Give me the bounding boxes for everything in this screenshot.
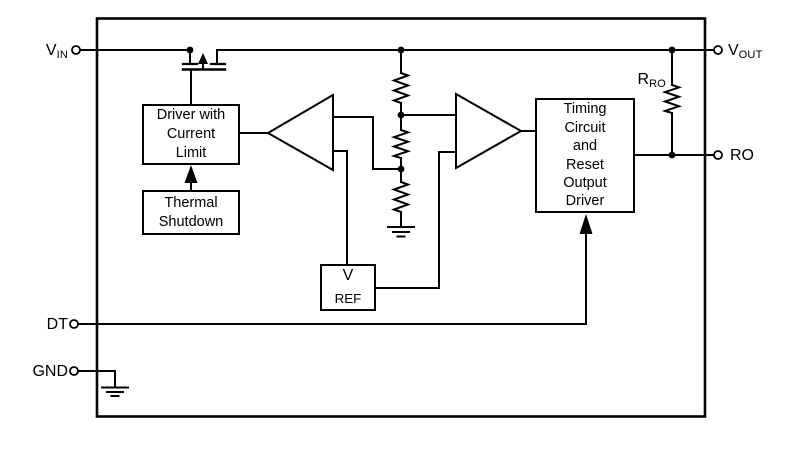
comparator-triangle-icon — [455, 92, 524, 170]
junction-dot — [668, 151, 676, 159]
timing-block: Timing Circuit and Reset Output Driver — [535, 98, 635, 213]
error-amplifier — [239, 93, 402, 266]
vin-label: VIN — [45, 42, 68, 61]
junction-dot — [668, 46, 676, 54]
thermal-arrow — [184, 165, 198, 192]
junction-dots — [186, 46, 676, 173]
up-arrow-icon — [579, 214, 593, 234]
thermal-shutdown-block: Thermal Shutdown — [142, 190, 240, 235]
dt-label: DT — [46, 316, 68, 333]
ground-symbol-divider — [387, 226, 415, 238]
error-amp-vref-wire — [332, 150, 348, 266]
gnd-wire — [77, 370, 129, 397]
dt-wire — [77, 214, 593, 325]
rro-resistor — [661, 49, 683, 156]
dt-terminal-icon — [69, 319, 79, 329]
junction-dot — [186, 46, 194, 54]
up-arrow-icon — [184, 165, 198, 183]
transistor-arrow-icon — [198, 53, 208, 64]
timing-block-label: Circuit — [564, 119, 606, 136]
error-amp-triangle-icon — [265, 93, 334, 172]
reset-comparator — [374, 92, 537, 289]
rro-resistor-icon — [661, 83, 683, 115]
error-amp-feedback-wire — [332, 116, 402, 170]
vout-label: VOUT — [728, 42, 763, 61]
timing-block-label: Driver — [565, 193, 605, 210]
vout-terminal-icon — [713, 45, 723, 55]
driver-block-label: Current — [166, 126, 216, 142]
timing-block-label: Output — [563, 174, 607, 191]
thermal-block-label: Thermal — [164, 194, 218, 211]
junction-dot — [397, 46, 405, 54]
vin-terminal-icon — [71, 45, 81, 55]
junction-dot — [397, 111, 405, 119]
ro-terminal-icon — [713, 150, 723, 160]
resistor-bottom-icon — [391, 180, 411, 214]
resistor-top-icon — [391, 71, 411, 105]
thermal-block-label: Shutdown — [158, 213, 224, 230]
resistor-divider — [387, 49, 415, 238]
terminal-pins — [69, 45, 723, 376]
resistor-middle-icon — [390, 128, 412, 160]
driver-block-label: Driver with — [156, 107, 226, 123]
ground-symbol-gnd — [101, 386, 129, 397]
ro-label: RO — [730, 147, 754, 164]
vref-to-comparator-wire — [374, 151, 457, 289]
gnd-terminal-icon — [69, 366, 79, 376]
timing-block-label: Reset — [566, 156, 604, 173]
driver-block-label: Limit — [175, 145, 207, 161]
ic-boundary-box — [95, 17, 707, 418]
junction-dot — [397, 165, 405, 173]
pass-transistor-icon — [181, 49, 227, 106]
timing-block-label: and — [572, 138, 598, 155]
driver-block: Driver with Current Limit — [142, 104, 240, 165]
rro-label: RRO — [637, 71, 666, 90]
timing-block-label: Timing — [563, 101, 607, 118]
gnd-label: GND — [32, 363, 68, 380]
